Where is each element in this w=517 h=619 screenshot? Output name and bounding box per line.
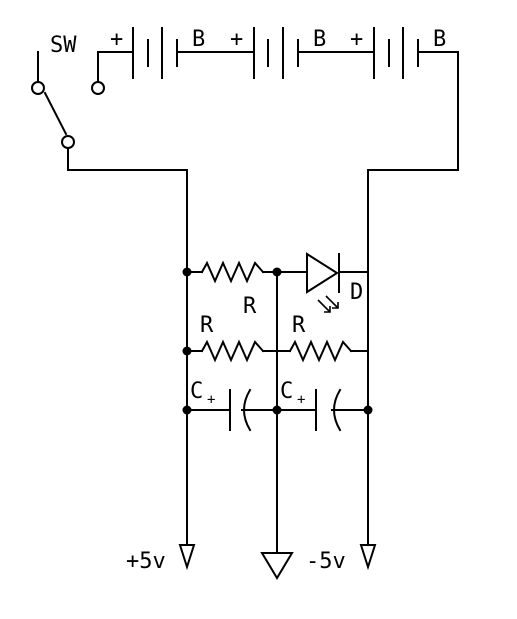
rails (67, 169, 459, 554)
terminal-neg (359, 544, 377, 571)
capacitor-label-right: C (280, 379, 293, 404)
battery-label-1: B (192, 27, 205, 52)
neg-rail-label: -5v (306, 549, 346, 574)
battery-string (97, 27, 459, 171)
pos-rail-label: +5v (126, 549, 166, 574)
switch-label: SW (50, 33, 77, 58)
capacitor-label-left: C (190, 379, 203, 404)
battery-plus-label-1: + (110, 27, 123, 52)
diode (306, 252, 369, 313)
resistor-label-left: R (200, 313, 214, 338)
resistor-mid-right (288, 339, 369, 363)
ground-symbol (260, 552, 294, 580)
capacitor-plus-right: + (297, 392, 305, 408)
battery-label-2: B (313, 27, 326, 52)
battery-plus-label-2: + (230, 27, 243, 52)
battery-label-3: B (433, 27, 446, 52)
switch (31, 51, 105, 171)
capacitor-plus-left: + (207, 392, 215, 408)
battery-plus-label-3: + (350, 27, 363, 52)
capacitor-right (276, 388, 369, 432)
capacitor-left (186, 388, 278, 432)
resistor-mid-left (186, 339, 291, 363)
resistor-label-right: R (292, 313, 306, 338)
diode-label: D (350, 280, 363, 305)
junctions (182, 267, 373, 415)
resistor-top (186, 260, 308, 284)
resistor-label-top: R (243, 294, 257, 319)
terminal-pos (178, 544, 196, 571)
